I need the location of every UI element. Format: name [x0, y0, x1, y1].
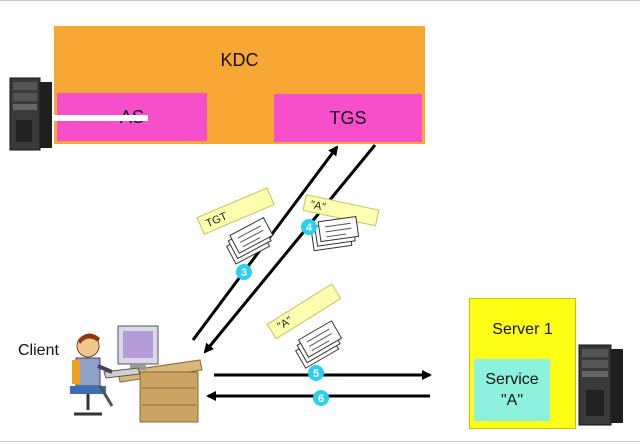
- service-box: Service "A": [474, 359, 550, 421]
- ticket-label-tgt: TGT: [196, 187, 275, 235]
- ticket-label-text: "A": [309, 199, 326, 214]
- service-label: Service: [485, 371, 539, 388]
- ticket-stack-icon: [225, 216, 274, 265]
- step-number: 3: [241, 267, 247, 279]
- ticket-label-a-server: "A": [266, 283, 342, 340]
- arrow-tgs-to-client: [203, 144, 377, 354]
- kdc-label: KDC: [220, 50, 259, 70]
- step-badge-6: 6: [313, 390, 329, 406]
- client-at-desk-icon: [70, 325, 203, 423]
- step-badge-5: 5: [308, 365, 324, 381]
- bottom-frame-line: [0, 441, 640, 442]
- kdc-bottom-gap: [44, 115, 148, 121]
- step-number: 4: [306, 222, 313, 234]
- ticket-stack-icon: [310, 215, 360, 252]
- tower-server-icon: [9, 77, 52, 151]
- step-badge-4: 4: [301, 219, 317, 235]
- top-frame-line: [0, 0, 640, 1]
- tgs-box: TGS: [274, 94, 422, 142]
- step-badge-3: 3: [236, 264, 252, 280]
- client-label: Client: [18, 342, 59, 359]
- server-box: Server 1 Service "A": [469, 298, 576, 429]
- kdc-box: KDC AS TGS: [54, 26, 425, 144]
- step-number: 5: [313, 368, 319, 380]
- tower-server-icon: [578, 344, 623, 426]
- ticket-stack-icon: [294, 320, 343, 369]
- ticket-label-a-tgs: "A": [302, 194, 380, 227]
- server-label: Server 1: [492, 321, 553, 338]
- service-name: "A": [500, 392, 524, 409]
- step-number: 6: [318, 393, 324, 405]
- tgs-label: TGS: [329, 107, 367, 128]
